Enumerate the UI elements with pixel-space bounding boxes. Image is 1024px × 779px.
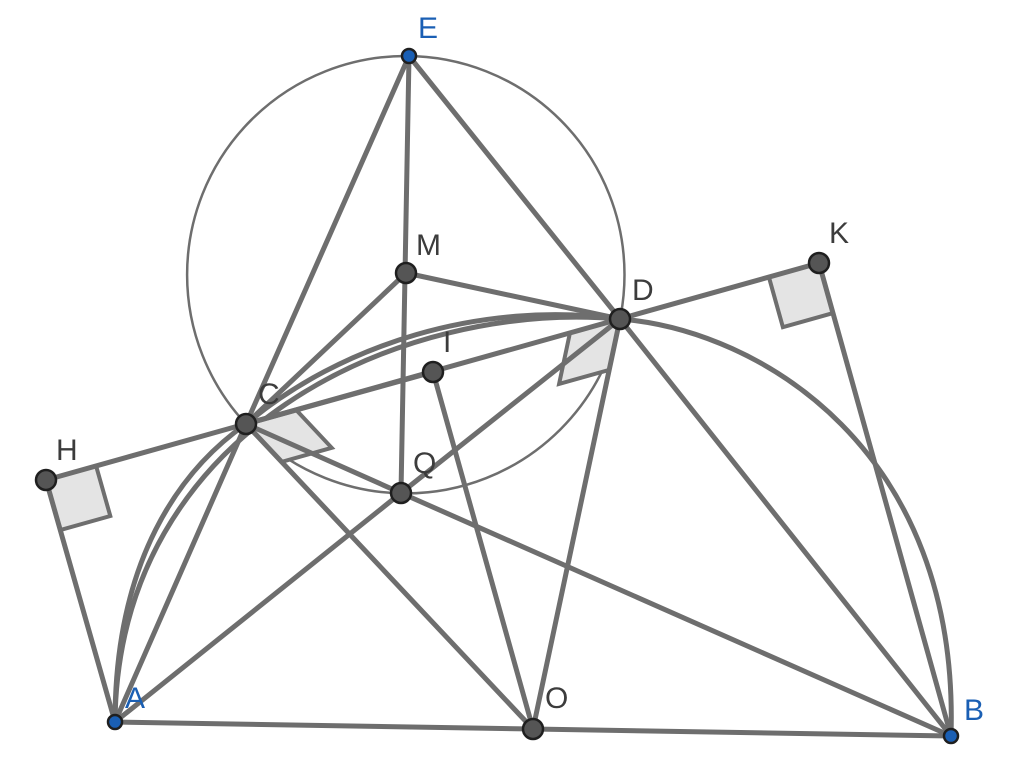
segment-EC <box>243 53 412 427</box>
segment-CA <box>112 421 249 725</box>
point-M <box>394 261 418 285</box>
segment-AO <box>112 719 536 732</box>
point-I <box>421 360 445 384</box>
label-K: K <box>829 217 849 250</box>
segment-QB <box>398 490 954 739</box>
point-A[interactable] <box>106 713 124 731</box>
segment-DQ <box>398 316 623 496</box>
point-K <box>807 251 831 275</box>
label-D: D <box>632 274 654 307</box>
label-M: M <box>416 229 441 262</box>
segment-CI <box>243 369 436 427</box>
point-C <box>234 412 258 436</box>
segment-OB <box>530 726 954 739</box>
point-Q <box>389 481 413 505</box>
labels-layer: E M K D I C H Q A O B <box>56 12 984 727</box>
segment-IO <box>430 369 536 732</box>
label-Q: Q <box>413 447 436 480</box>
label-E: E <box>418 12 438 45</box>
label-O: O <box>545 682 568 715</box>
label-A: A <box>125 682 145 715</box>
segment-AQ <box>112 490 404 725</box>
arcs-layer <box>112 312 954 737</box>
point-B[interactable] <box>942 727 960 745</box>
point-D <box>608 307 632 331</box>
label-I: I <box>443 326 451 359</box>
segments-layer <box>43 53 954 739</box>
segment-BK <box>816 260 954 739</box>
semicircle-AB <box>112 314 954 737</box>
label-C: C <box>258 378 280 411</box>
segment-DB <box>617 316 954 739</box>
segment-AH <box>43 477 118 725</box>
point-H <box>34 468 58 492</box>
segment-MC <box>243 270 409 427</box>
segment-DO <box>530 316 623 732</box>
point-O <box>521 717 545 741</box>
segment-CO <box>243 421 536 732</box>
segment-ED <box>406 53 623 322</box>
label-H: H <box>56 434 78 467</box>
label-B: B <box>964 694 984 727</box>
segment-CQ <box>243 421 404 496</box>
right-angle-markers-layer <box>43 260 836 533</box>
points-layer <box>34 47 960 745</box>
segment-MD <box>403 270 623 322</box>
point-E[interactable] <box>400 47 418 65</box>
